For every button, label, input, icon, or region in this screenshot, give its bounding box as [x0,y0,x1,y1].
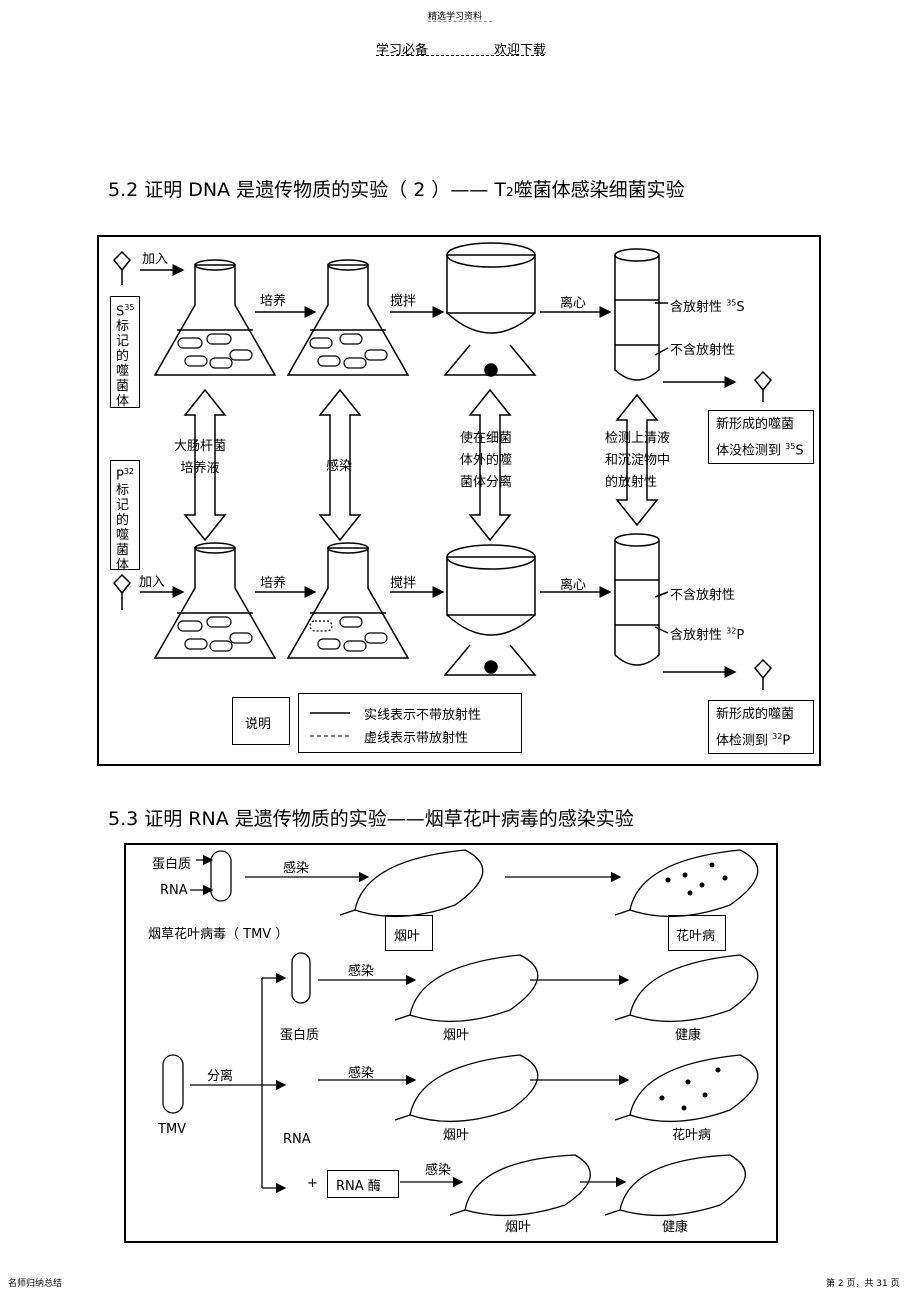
stir-label-bottom: 搅拌 [390,576,417,591]
arrow3-label: 使在细菌体外的噬菌体分离 [460,431,513,490]
add-label-bottom: 加入 [139,575,166,590]
leaf-label-2: 烟叶 [443,1028,470,1043]
result-top-box [708,410,814,464]
p32-label: P32 标记 的噬 菌体 [116,467,135,574]
legend-solid: 实线表示不带放射性 [364,708,482,723]
separate-label: 分离 [207,1069,234,1084]
result-bottom-box [708,700,814,754]
arrow2-label: 感染 [326,459,353,474]
bottom-sediment-label: 含放射性 32P [670,626,745,643]
legend-dashed: 虚线表示带放射性 [364,731,469,746]
section2-title: 5.3 证明 RNA 是遗传物质的实验——烟草花叶病毒的感染实验 [108,808,634,830]
header-rule [376,55,544,56]
footer-right: 第 2 页，共 31 页 [826,1279,900,1289]
leaf-label-3: 烟叶 [443,1128,470,1143]
healthy-label-1: 健康 [675,1028,702,1043]
tmv-name: 烟草花叶病毒（ TMV ） [148,927,289,942]
bottom-supernatant-label: 不含放射性 [670,588,736,603]
result-bottom-text: 新形成的噬菌体检测到 32P [716,707,795,749]
tobacco-leaf-box [385,915,433,951]
s35-label-box [110,296,140,408]
top-sediment-label: 不含放射性 [670,343,736,358]
centrifuge-label-bottom: 离心 [560,578,587,593]
rnase-box [327,1170,399,1198]
infect-label-4: 感染 [425,1163,452,1178]
arrow1-label: 大肠杆菌培养液 [174,439,227,476]
mosaic-box [668,915,726,951]
tmv-figure [124,843,778,1243]
header-right: 欢迎下载 [494,43,547,58]
header-dots [428,21,492,22]
legend-title-box [232,697,290,745]
result-top-text: 新形成的噬菌体没检测到 35S [716,417,804,459]
rnase-label: RNA 酶 [336,1179,381,1194]
rna-label: RNA [160,883,188,898]
mosaic-label-2: 花叶病 [672,1128,712,1143]
add-label-top: 加入 [142,252,169,267]
culture-label-top: 培养 [260,294,287,309]
phage-figure [97,235,821,766]
legend-box [298,693,522,753]
top-supernatant-label: 含放射性 35S [670,298,745,315]
tobacco-leaf-label: 烟叶 [394,929,421,944]
infect-label-1: 感染 [283,861,310,876]
leaf-label-4: 烟叶 [505,1220,532,1235]
culture-label-bottom: 培养 [260,576,287,591]
footer-left: 名师归纳总结 [8,1279,63,1289]
header-top: 精选学习资料 [428,12,483,22]
centrifuge-label-top: 离心 [560,296,587,311]
stir-label-top: 搅拌 [390,294,417,309]
p32-label-box [110,460,140,570]
header-left: 学习必备 [376,43,429,58]
infect-label-2: 感染 [348,964,375,979]
protein-label-2: 蛋白质 [280,1028,320,1043]
healthy-label-2: 健康 [662,1220,689,1235]
rna-label-2: RNA [283,1132,311,1147]
section1-title: 5.2 证明 DNA 是遗传物质的实验（ 2 ）—— T2噬菌体感染细菌实验 [108,179,685,201]
plus-sign: + [307,1176,318,1191]
legend-title: 说明 [245,717,272,732]
mosaic-label-1: 花叶病 [676,929,716,944]
arrow4-label: 检测上清液和沉淀物中的放射性 [605,431,671,490]
infect-label-3: 感染 [348,1066,375,1081]
s35-label: S35 标记 的噬 菌体 [116,303,135,410]
tmv-label: TMV [158,1122,187,1137]
protein-label: 蛋白质 [152,857,192,872]
